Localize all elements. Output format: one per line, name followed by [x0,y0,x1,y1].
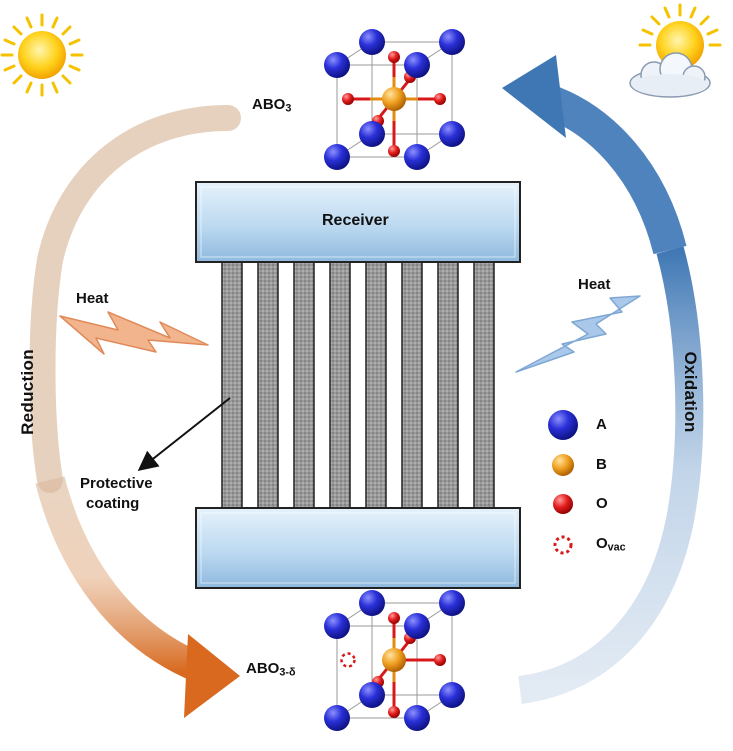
legend [548,410,578,555]
oxygen-vacancy-legend-icon [553,535,573,555]
receiver-top-block [194,181,522,263]
protective-coating-line2: coating [86,495,140,512]
oxidation-label: Oxidation [681,351,700,433]
protective-coating-line1: Protective [80,475,153,492]
legend-label-o: O [596,495,608,512]
protective-coating-label: Protective coating [80,474,153,514]
sun-icon [0,13,84,97]
oxygen-vacancy-icon [340,652,356,668]
A-atom-icon [548,410,578,440]
receiver-tubes [221,261,495,509]
oxidation-arrow [502,55,704,704]
heat-right-label: Heat [578,276,611,293]
heat-bolt-right [515,295,641,373]
legend-label-b: B [596,456,607,473]
heat-bolt-left [59,311,209,355]
sun-cloud-icon [629,3,722,98]
O-atom-icon [553,494,573,514]
abo3-label: ABO3 [252,96,292,115]
reduction-arrow [29,105,241,718]
crystal-abo3-delta [324,590,465,731]
receiver-label: Receiver [322,212,389,229]
heat-left-label: Heat [76,290,109,307]
B-atom-icon [552,454,574,476]
protective-coating-pointer [137,397,231,471]
receiver-bottom-block [195,507,521,589]
reduction-label: Reduction [18,349,37,435]
crystal-abo3 [324,29,465,170]
legend-label-a: A [596,416,607,433]
legend-label-ovac: Ovac [596,535,626,554]
abo3-delta-label: ABO3-δ [246,660,296,679]
